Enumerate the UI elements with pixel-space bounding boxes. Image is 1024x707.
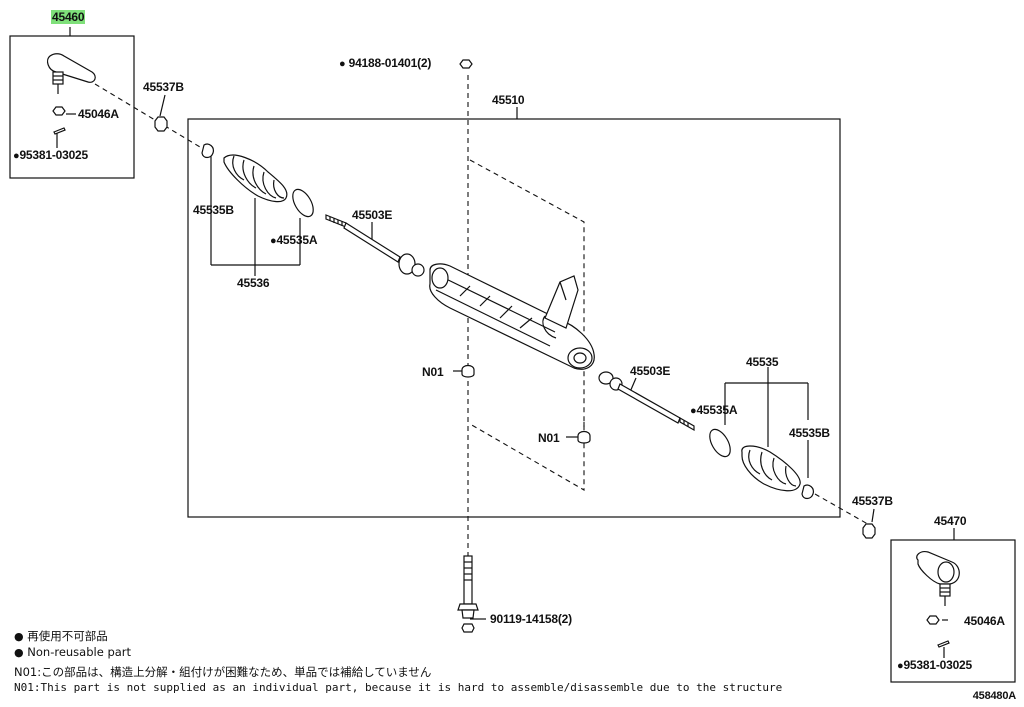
- label-45535a-right[interactable]: ●45535A: [690, 403, 738, 417]
- note-n01-en: N01:This part is not supplied as an indi…: [14, 681, 783, 694]
- label-n01-a[interactable]: N01: [422, 365, 444, 379]
- legend-en-nonreusable: ● Non-reusable part: [14, 645, 132, 659]
- label-95381-left[interactable]: ●95381-03025: [13, 148, 88, 162]
- label-45460[interactable]: 45460: [51, 10, 86, 24]
- legend-jp-nonreusable: ● 再使用不可部品: [14, 629, 108, 643]
- label-45503e-right[interactable]: 45503E: [630, 364, 671, 378]
- label-90119[interactable]: 90119-14158(2): [490, 612, 572, 626]
- box-45470: [890, 539, 1016, 683]
- label-45535[interactable]: 45535: [746, 355, 779, 369]
- label-45046a-right[interactable]: 45046A: [964, 614, 1005, 628]
- label-45537b-right[interactable]: 45537B: [852, 494, 893, 508]
- label-45535b-right[interactable]: 45535B: [789, 426, 830, 440]
- box-45510: [187, 118, 841, 518]
- label-94188[interactable]: ● 94188-01401(2): [339, 56, 432, 70]
- diagram-code: 458480A: [972, 690, 1016, 702]
- label-45535b-left[interactable]: 45535B: [193, 203, 234, 217]
- label-45535a-left[interactable]: ●45535A: [270, 233, 318, 247]
- label-95381-right[interactable]: ●95381-03025: [897, 658, 972, 672]
- label-n01-b[interactable]: N01: [538, 431, 560, 445]
- label-45503e-left[interactable]: 45503E: [352, 208, 393, 222]
- label-45046a-left[interactable]: 45046A: [78, 107, 119, 121]
- label-45537b-left[interactable]: 45537B: [143, 80, 184, 94]
- note-n01-jp: N01:この部品は、構造上分解・組付けが困難なため、単品では補給していません: [14, 665, 432, 679]
- label-45470[interactable]: 45470: [934, 514, 967, 528]
- label-45510[interactable]: 45510: [492, 93, 525, 107]
- label-45536[interactable]: 45536: [237, 276, 270, 290]
